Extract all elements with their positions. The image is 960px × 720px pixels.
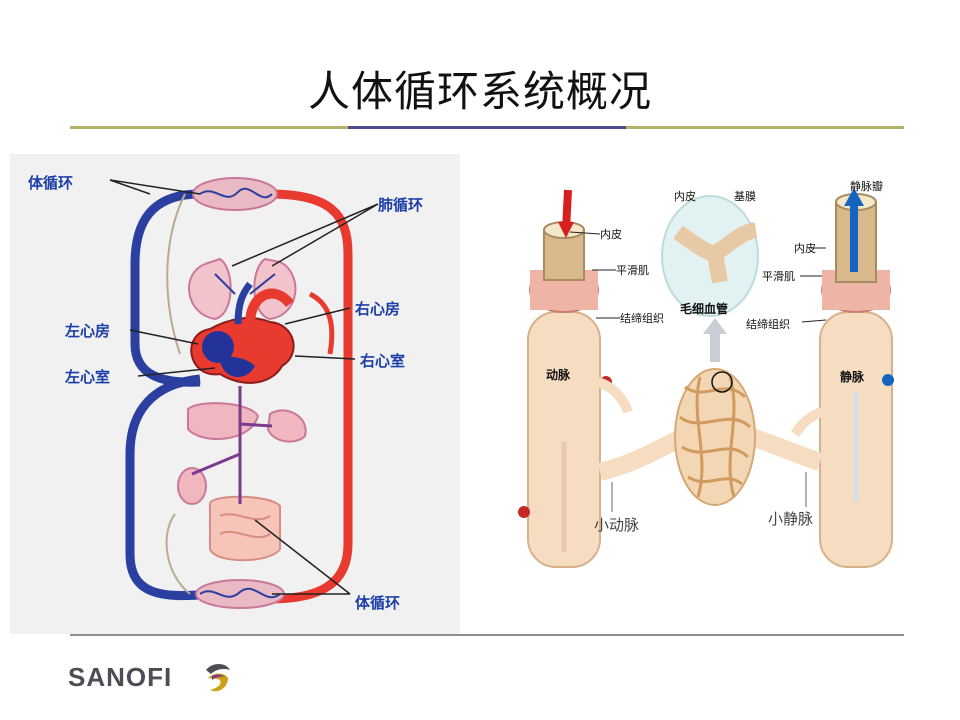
footer-divider: [70, 634, 904, 636]
vessel-illustration: [518, 188, 894, 568]
circulation-diagram: 体循环 肺循环 右心房 左心房 左心室 右心室 体循环: [10, 154, 460, 634]
label-left-atrium: 左心房: [65, 322, 111, 340]
label-vein-intima: 内皮: [794, 242, 816, 255]
label-systemic-top: 体循环: [28, 174, 74, 192]
label-basement-membrane: 基膜: [734, 190, 756, 203]
label-vein-smooth-muscle: 平滑肌: [762, 270, 795, 283]
label-pulmonary: 肺循环: [378, 196, 424, 214]
label-left-ventricle: 左心室: [65, 368, 111, 386]
label-artery-smooth-muscle: 平滑肌: [616, 264, 649, 277]
label-artery: 动脉: [546, 368, 571, 382]
circulation-illustration: [109, 177, 379, 609]
label-venous-valve: 静脉瓣: [850, 180, 883, 193]
label-artery-connective: 结缔组织: [620, 312, 664, 325]
label-right-ventricle: 右心室: [360, 352, 406, 370]
slide-title: 人体循环系统概况: [307, 67, 652, 116]
label-capillary-intima: 内皮: [674, 190, 696, 203]
label-right-atrium: 右心房: [355, 300, 401, 318]
label-venule: 小静脉: [768, 510, 814, 528]
title-divider: [70, 126, 904, 129]
sanofi-bird-icon: [206, 664, 230, 692]
label-arteriole: 小动脉: [594, 516, 640, 534]
label-systemic-bottom: 体循环: [355, 594, 401, 612]
vessel-structure-diagram: 内皮 平滑肌 结缔组织 内皮 基膜 毛细血管 静脉瓣 内皮 平滑肌 结缔组织 动…: [510, 172, 910, 572]
label-capillary: 毛细血管: [680, 302, 729, 316]
logo-wordmark: SANOFI: [68, 662, 173, 692]
label-vein: 静脉: [840, 370, 865, 384]
label-artery-intima: 内皮: [600, 228, 622, 241]
label-vein-connective: 结缔组织: [746, 318, 790, 331]
